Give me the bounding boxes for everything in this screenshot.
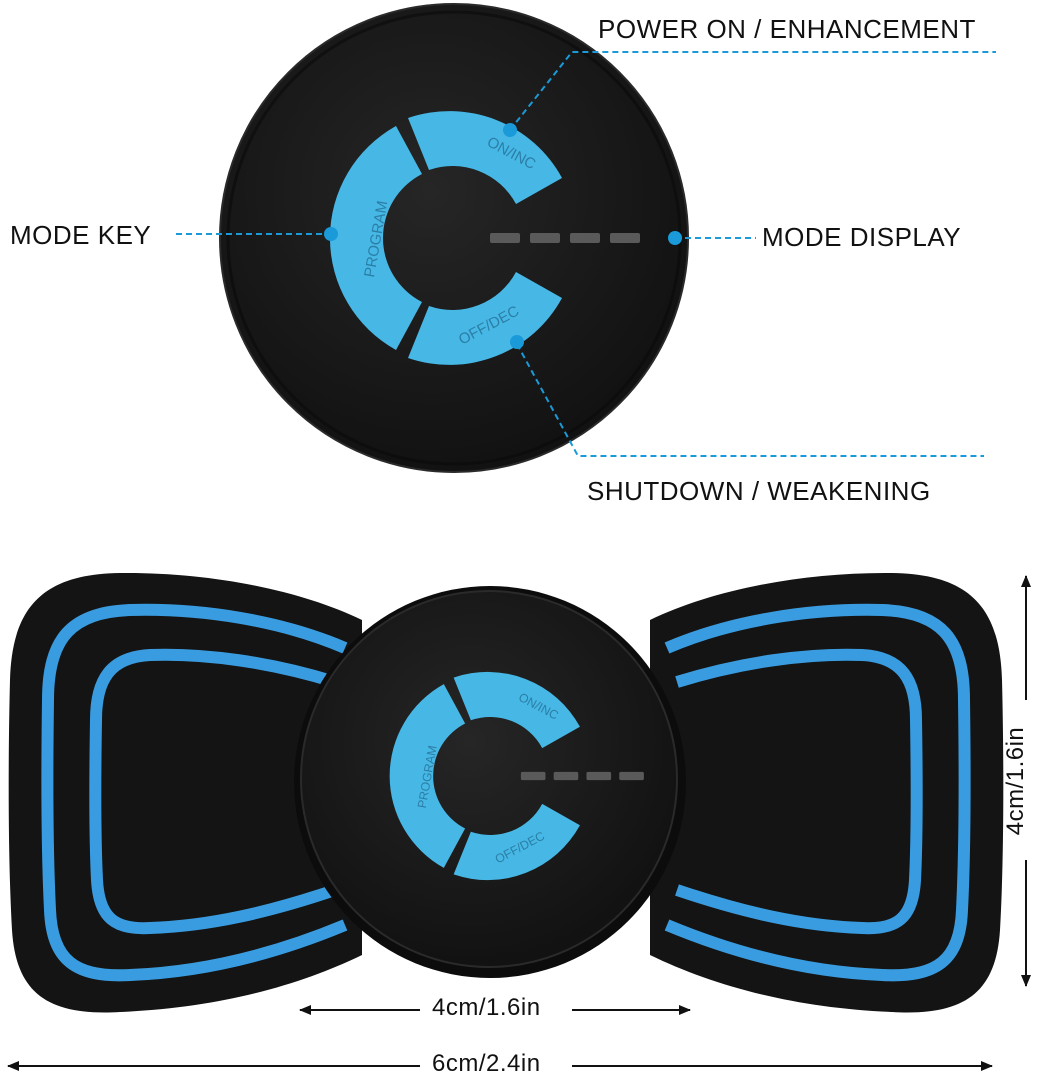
mode-display-dot	[668, 231, 682, 245]
shutdown-dot	[510, 335, 524, 349]
power-on-label: POWER ON / ENHANCEMENT	[598, 14, 976, 44]
shutdown-leader	[516, 343, 984, 457]
callout-lines	[176, 51, 996, 457]
mode-key-label: MODE KEY	[10, 220, 152, 250]
dimension-lines	[7, 575, 1031, 1071]
top-controller: ON/INC PROGRAM OFF/DEC	[219, 3, 689, 473]
total-width-label: 6cm/2.4in	[432, 1050, 541, 1077]
controller-width-label: 4cm/1.6in	[432, 994, 541, 1021]
power-leader	[509, 51, 996, 131]
butterfly-pad: ON/INC PROGRAM OFF/DEC	[8, 572, 1004, 1013]
left-ring-inner	[89, 648, 337, 935]
power-dot	[503, 123, 517, 137]
callout-dots	[324, 123, 682, 349]
left-ring-outer	[41, 603, 348, 982]
right-ring-inner	[675, 648, 923, 935]
mode-display-label: MODE DISPLAY	[762, 222, 962, 252]
height-label: 4cm/1.6in	[1002, 726, 1029, 836]
mode-key-dot	[324, 227, 338, 241]
right-ring-outer	[664, 603, 971, 982]
shutdown-label: SHUTDOWN / WEAKENING	[587, 476, 931, 506]
